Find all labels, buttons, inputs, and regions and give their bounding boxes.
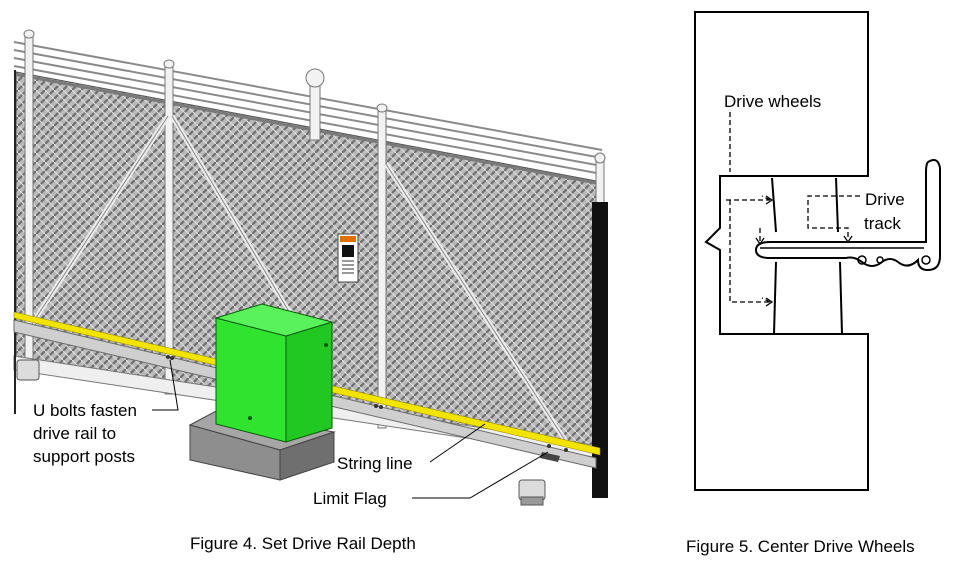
string-line-leader: [429, 423, 486, 463]
gate-end-post: [592, 202, 608, 498]
gate-operator-box: [214, 303, 334, 443]
gate-rollers: [16, 359, 546, 506]
figure-5-cross-section: [694, 11, 941, 491]
label-limit-flag: Limit Flag: [313, 489, 387, 508]
gate-posts: [23, 29, 606, 429]
figure-4-leader-lines: [152, 359, 549, 499]
label-u-bolts-line3: support posts: [33, 447, 135, 466]
figure-5-leader-lines: [726, 112, 860, 303]
drive-wheel-right-edge: [835, 177, 843, 335]
figure-4-caption: Figure 4. Set Drive Rail Depth: [190, 534, 416, 553]
label-drive-line2: track: [864, 214, 901, 233]
drive-track-leader: [759, 195, 860, 244]
warning-sign: [337, 233, 359, 283]
operator-housing-outline: [694, 11, 869, 491]
limit-flag: [540, 452, 560, 462]
drive-wheel-left-edge: [771, 177, 777, 335]
figure-5-caption: Figure 5. Center Drive Wheels: [686, 537, 915, 556]
label-drive-line1: Drive: [865, 190, 905, 209]
label-string-line: String line: [337, 454, 413, 473]
u-bolts-leader: [152, 359, 179, 411]
label-u-bolts-line2: drive rail to: [33, 424, 116, 443]
figure-4-gate-illustration: [13, 29, 608, 506]
label-u-bolts-line1: U bolts fasten: [33, 401, 137, 420]
gate-top-rails: [13, 41, 603, 186]
limit-flag-leader: [412, 451, 549, 499]
drive-wheels-leader: [726, 112, 771, 303]
label-drive-wheels: Drive wheels: [724, 92, 821, 111]
u-bolts: [166, 355, 568, 452]
